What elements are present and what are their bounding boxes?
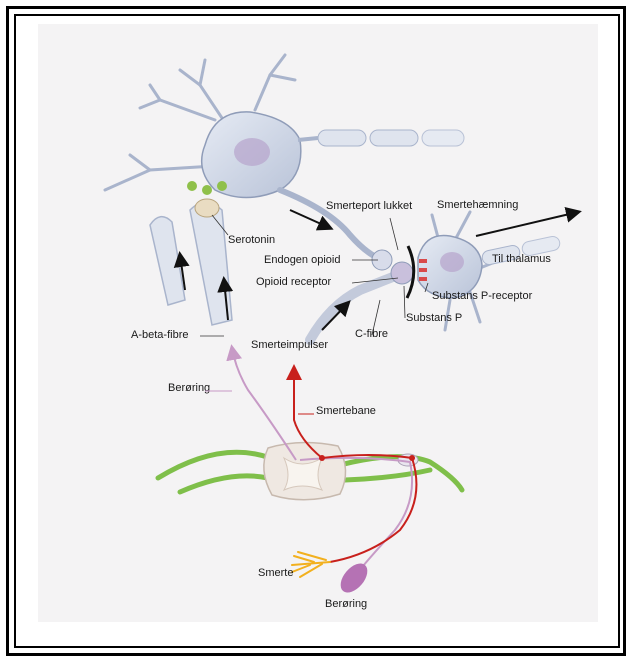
inhibitory-neuron-axon: [298, 130, 464, 146]
substans-p-receptor-label: Substans P-receptor: [432, 290, 532, 303]
serotonin-terminal: [195, 199, 219, 217]
smerte-label: Smerte: [258, 567, 293, 580]
til-thalamus-arrow: [476, 212, 578, 236]
smerteimpulser-label: Smerteimpulser: [251, 339, 328, 352]
inhibitory-neuron-nucleus: [234, 138, 270, 166]
pain-receptor: [292, 552, 330, 577]
beroering-bottom-label: Berøring: [325, 598, 367, 611]
opioid-receptor-label: Opioid receptor: [256, 276, 331, 289]
substans-p-receptors: [419, 259, 427, 281]
c-fibre-terminal: [391, 262, 413, 284]
til-thalamus-label: Til thalamus: [492, 253, 551, 266]
beroering-top-label: Berøring: [168, 382, 210, 395]
c-fibre-label: C-fibre: [355, 328, 388, 341]
smertebane-label: Smertebane: [316, 405, 376, 418]
touch-receptor: [335, 559, 372, 598]
projection-neuron-nucleus: [440, 252, 464, 272]
a-beta-fibre-label: A-beta-fibre: [131, 329, 188, 342]
serotonin-label: Serotonin: [228, 234, 275, 247]
smerteport-lukket-label: Smerteport lukket: [326, 200, 412, 213]
smertehaemning-label: Smertehæmning: [437, 199, 518, 212]
a-beta-fibres: [150, 203, 232, 326]
endogen-opioid-label: Endogen opioid: [264, 254, 340, 267]
substans-p-label: Substans P: [406, 312, 462, 325]
